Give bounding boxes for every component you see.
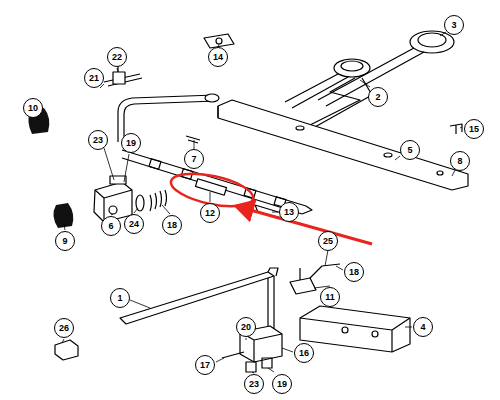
callout-circle: 19 xyxy=(272,374,292,394)
callout-circle: 17 xyxy=(195,355,215,375)
callout-number: 2 xyxy=(375,93,380,102)
callout-circle: 18 xyxy=(344,262,364,282)
callout-number: 11 xyxy=(325,293,335,302)
callout-circle: 12 xyxy=(200,203,220,223)
callout-circle: 22 xyxy=(107,47,127,67)
callout-circle: 9 xyxy=(55,231,75,251)
callout-number: 18 xyxy=(167,221,177,230)
callout-number: 25 xyxy=(323,237,333,246)
callout-number: 10 xyxy=(28,104,38,113)
callout-circle: 23 xyxy=(244,374,264,394)
callout-number: 23 xyxy=(249,380,259,389)
callout-number: 18 xyxy=(349,268,359,277)
callout-number: 21 xyxy=(89,74,99,83)
callout-number: 1 xyxy=(117,294,122,303)
callout-number: 7 xyxy=(191,155,196,164)
callout-number: 5 xyxy=(407,146,412,155)
callout-circle: 14 xyxy=(208,47,228,67)
callout-number: 4 xyxy=(420,323,425,332)
callout-circle: 8 xyxy=(450,151,470,171)
callout-circle: 23 xyxy=(88,130,108,150)
callout-number: 13 xyxy=(284,208,294,217)
callout-circle: 4 xyxy=(413,317,433,337)
callout-circle: 19 xyxy=(121,133,141,153)
callout-number: 24 xyxy=(129,220,139,229)
callout-circle: 21 xyxy=(84,68,104,88)
callout-number: 15 xyxy=(469,125,479,134)
callout-circle: 18 xyxy=(162,215,182,235)
callout-circle: 13 xyxy=(279,202,299,222)
callout-number: 22 xyxy=(112,53,122,62)
callout-number: 12 xyxy=(205,209,215,218)
callout-circle: 7 xyxy=(184,149,204,169)
callout-circle: 15 xyxy=(464,119,484,139)
callout-circle: 2 xyxy=(368,87,388,107)
callout-circle: 16 xyxy=(294,343,314,363)
callout-number: 26 xyxy=(59,324,69,333)
callout-circle: 24 xyxy=(124,214,144,234)
callout-circle: 26 xyxy=(54,318,74,338)
callout-number: 19 xyxy=(126,139,136,148)
callout-circle: 11 xyxy=(320,287,340,307)
callout-number: 19 xyxy=(277,380,287,389)
callout-circle: 1 xyxy=(110,288,130,308)
callout-circle: 25 xyxy=(318,231,338,251)
callout-circle: 3 xyxy=(444,15,464,35)
callout-circle: 20 xyxy=(236,317,256,337)
callout-number: 17 xyxy=(200,361,210,370)
callout-number: 14 xyxy=(213,53,223,62)
callout-number: 23 xyxy=(93,136,103,145)
callout-circle: 5 xyxy=(400,140,420,160)
callout-number: 9 xyxy=(62,237,67,246)
callout-number: 3 xyxy=(451,21,456,30)
callout-circle: 10 xyxy=(23,98,43,118)
callout-number: 8 xyxy=(457,157,462,166)
callout-number: 16 xyxy=(299,349,309,358)
callout-number: 6 xyxy=(108,222,113,231)
callout-circle: 6 xyxy=(101,216,121,236)
callout-number: 20 xyxy=(241,323,251,332)
